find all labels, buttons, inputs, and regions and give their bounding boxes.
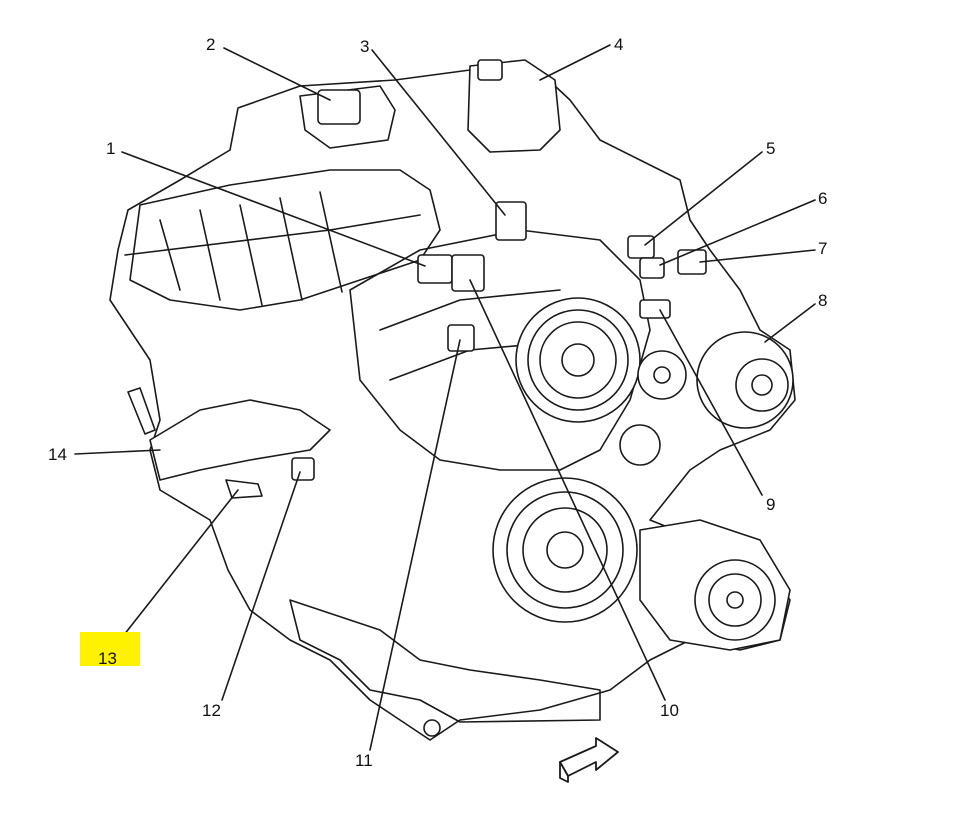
sensor-10-body (451, 254, 485, 292)
timing-cover (349, 229, 651, 471)
alternator-hub (751, 374, 773, 396)
alternator-body (696, 331, 794, 429)
oxygen-sensor (127, 387, 156, 435)
leader-line-9 (659, 309, 763, 496)
tensioner-pulley (619, 424, 661, 466)
callout-4-label: 4 (614, 35, 624, 54)
ac-clutch-hub (726, 591, 744, 609)
intake-runner (159, 219, 181, 291)
leader-line-14 (74, 449, 161, 455)
callout-5-label: 5 (766, 139, 776, 158)
callout-13-highlight (80, 632, 140, 666)
exhaust-manifold (149, 399, 331, 481)
callout-9-label: 9 (766, 495, 776, 514)
callout-2-label: 2 (206, 35, 216, 54)
callout-12-label: 12 (202, 701, 221, 720)
intake-runner (239, 204, 263, 306)
component-4-connector (477, 59, 503, 81)
leader-line-6 (659, 199, 816, 266)
leader-line-1 (121, 151, 426, 267)
leader-line-2 (223, 47, 331, 101)
sensor-2-body (317, 89, 361, 125)
crank-balancer-hub (546, 531, 584, 569)
sensor-12-body (291, 457, 315, 481)
leader-line-13 (119, 489, 239, 641)
crank-balancer-ring (506, 491, 624, 609)
leader-line-7 (699, 249, 816, 263)
leader-line-8 (764, 303, 816, 343)
oil-pan (289, 599, 601, 723)
leader-line-4 (539, 44, 611, 81)
callout-3-label: 3 (360, 37, 370, 56)
callout-7-label: 7 (818, 239, 828, 258)
engine-line-art (109, 59, 796, 741)
callout-10-label: 10 (660, 701, 679, 720)
crank-balancer-ring (522, 507, 608, 593)
cam-pulley-ring (527, 309, 629, 411)
front-direction-arrow-icon (559, 737, 619, 783)
cover-rib (379, 289, 561, 331)
callout-14-label: 14 (48, 445, 67, 464)
drain-plug (423, 719, 441, 737)
sensor-1-body (417, 254, 453, 284)
cam-pulley-hub (561, 343, 595, 377)
leader-line-10 (469, 279, 666, 701)
sensor-3-body (495, 201, 527, 241)
sensor-6-body (639, 257, 665, 279)
leader-line-11 (369, 339, 461, 751)
sensor-5-body (627, 235, 655, 259)
callout-8-label: 8 (818, 291, 828, 310)
intake-runner (319, 191, 343, 293)
sensor-9-body (639, 299, 671, 319)
leader-lines (74, 44, 816, 751)
intake-runner (199, 209, 221, 301)
idler-pulley-hub (653, 366, 671, 384)
callout-11-label: 11 (355, 751, 373, 770)
sensor-11-body (447, 324, 475, 352)
callout-6-label: 6 (818, 189, 828, 208)
leader-line-12 (221, 471, 301, 701)
intake-runner (279, 197, 303, 301)
callout-13-label: 13 (98, 649, 117, 668)
ac-clutch-inner (708, 573, 762, 627)
callout-1-label: 1 (106, 139, 116, 158)
alternator-pulley (735, 358, 789, 412)
leader-line-5 (644, 151, 763, 246)
leader-line-3 (371, 49, 506, 216)
cam-pulley-ring (539, 321, 617, 399)
component-4-housing (467, 59, 561, 153)
